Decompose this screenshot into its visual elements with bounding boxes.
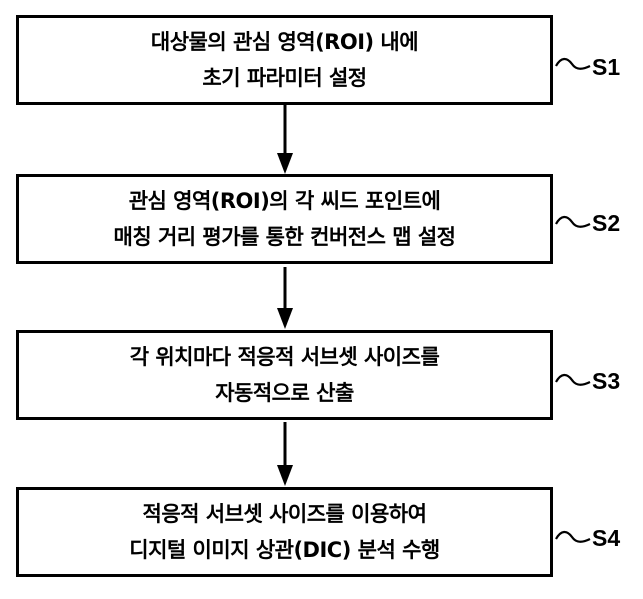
leader-s2 bbox=[555, 215, 591, 228]
arrowhead-s4 bbox=[277, 465, 293, 486]
step-s3-line-2: 자동적으로 산출 bbox=[215, 381, 354, 405]
step-box-s3: 각 위치마다 적응적 서브셋 사이즈를 자동적으로 산출 bbox=[16, 330, 553, 420]
step-tag-s3: S3 bbox=[592, 368, 621, 394]
leader-s1 bbox=[555, 57, 591, 70]
step-s3-line-1: 각 위치마다 적응적 서브셋 사이즈를 bbox=[129, 345, 440, 369]
step-s1-line-2: 초기 파라미터 설정 bbox=[202, 66, 367, 90]
step-tag-s1: S1 bbox=[592, 54, 621, 80]
arrowhead-s3 bbox=[277, 308, 293, 329]
step-box-s4: 적응적 서브셋 사이즈를 이용하여 디지털 이미지 상관(DIC) 분석 수행 bbox=[16, 487, 553, 577]
step-s2-line-2: 매칭 거리 평가를 통한 컨버전스 맵 설정 bbox=[113, 225, 457, 249]
step-s4-line-2: 디지털 이미지 상관(DIC) 분석 수행 bbox=[129, 538, 440, 562]
step-box-s2: 관심 영역(ROI)의 각 씨드 포인트에 매칭 거리 평가를 통한 컨버전스 … bbox=[16, 174, 553, 264]
arrowhead-s2 bbox=[277, 153, 293, 174]
step-tag-s2: S2 bbox=[592, 210, 621, 236]
step-s2-line-1: 관심 영역(ROI)의 각 씨드 포인트에 bbox=[128, 189, 441, 213]
leader-s3 bbox=[555, 373, 591, 386]
step-s4-line-1: 적응적 서브셋 사이즈를 이용하여 bbox=[142, 502, 427, 526]
step-s1-line-1: 대상물의 관심 영역(ROI) 내에 bbox=[150, 30, 419, 54]
step-tag-s4: S4 bbox=[592, 525, 621, 551]
leader-s4 bbox=[555, 530, 591, 543]
step-box-s1: 대상물의 관심 영역(ROI) 내에 초기 파라미터 설정 bbox=[16, 15, 553, 105]
